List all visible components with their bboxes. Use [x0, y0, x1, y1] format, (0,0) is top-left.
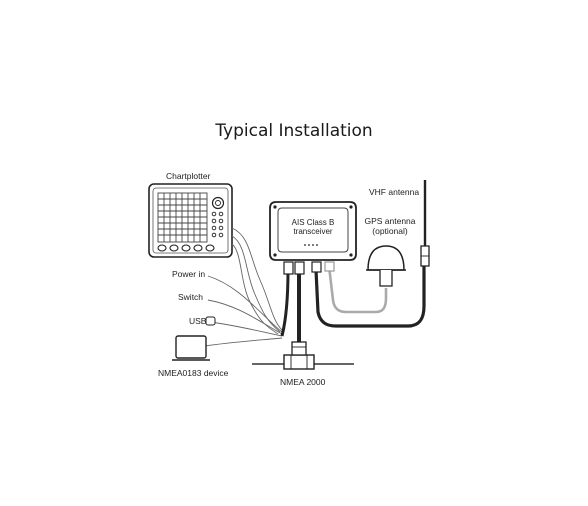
nmea2000-backbone: [252, 341, 354, 370]
vhf-antenna-label: VHF antenna: [369, 187, 420, 197]
gps-antenna-icon: [366, 245, 406, 287]
transceiver-status-leds: [304, 244, 318, 246]
nmea2000-label: NMEA 2000: [280, 377, 326, 387]
power-in-label: Power in: [172, 269, 206, 279]
transceiver-label-line2: transceiver: [293, 227, 333, 236]
usb-plug-icon: [205, 316, 216, 326]
chartplotter-knob: [211, 196, 225, 210]
diagram-title: Typical Installation: [215, 121, 373, 141]
switch-label: Switch: [178, 292, 204, 302]
chartplotter-side-buttons: [211, 211, 224, 238]
transceiver-cables: [280, 262, 426, 342]
accessory-wires: [204, 275, 283, 347]
vhf-antenna-icon: [420, 180, 430, 267]
gps-antenna-label-line2: (optional): [372, 226, 408, 236]
ais-transceiver-device: [269, 201, 357, 261]
usb-label: USB: [189, 316, 207, 326]
transceiver-label: AIS Class B transceiver: [283, 218, 343, 236]
nmea0183-device-label: NMEA0183 device: [158, 368, 229, 378]
chartplotter-label: Chartplotter: [166, 171, 211, 181]
chartplotter-device: [148, 183, 233, 258]
chartplotter-screen: [157, 192, 208, 243]
gps-antenna-label-line1: GPS antenna: [364, 216, 416, 226]
transceiver-label-line1: AIS Class B: [291, 218, 335, 227]
nmea0183-device-icon: [172, 335, 210, 361]
chartplotter-bottom-buttons: [157, 244, 215, 252]
transceiver-connectors: [283, 261, 335, 275]
gps-antenna-label: GPS antenna (optional): [355, 216, 425, 236]
